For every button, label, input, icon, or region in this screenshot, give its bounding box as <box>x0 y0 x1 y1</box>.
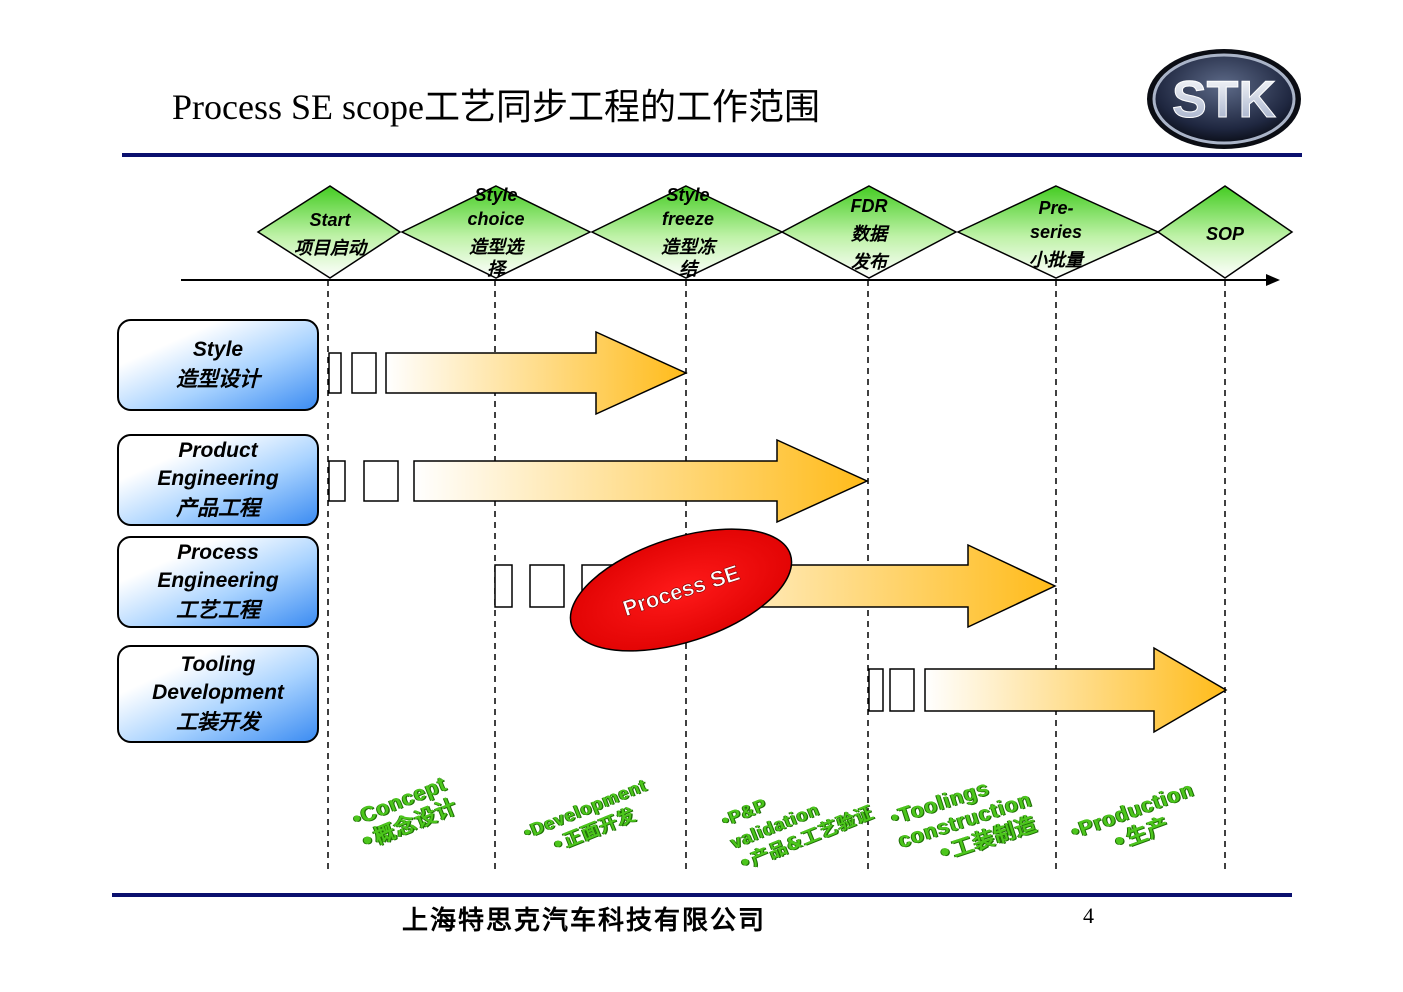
milestone-style-freeze-cn-1: 造型冻 <box>661 237 718 258</box>
milestone-pre-series <box>956 185 1160 279</box>
row-product-engineering-en: Product Engineering <box>157 439 279 490</box>
footer-company-name: 上海特思克汽车科技有限公司 <box>402 906 767 936</box>
process-se-badge: Process SE <box>569 528 793 652</box>
row-tooling-development-cn: 工装开发 <box>176 710 260 734</box>
milestone-style-choice-en-1: Style <box>474 185 517 205</box>
row-style-en: Style <box>192 338 244 361</box>
milestone-pre-series-en-2: series <box>1030 222 1082 242</box>
milestone-sop-en: SOP <box>1206 224 1245 244</box>
footer-rule <box>112 893 1292 897</box>
milestone-style-freeze-cn-2: 结 <box>679 259 700 280</box>
milestone-fdr-en: FDR <box>851 196 888 216</box>
row-style: Style 造型设计 <box>117 319 319 411</box>
page-title: Process SE scope工艺同步工程的工作范围 <box>172 87 820 127</box>
arrow-product-engineering <box>328 438 869 524</box>
row-process-engineering-cn: 工艺工程 <box>176 598 260 622</box>
milestone-style-freeze <box>590 185 784 279</box>
row-style-cn: 造型设计 <box>176 367 260 391</box>
milestone-style-choice-cn-1: 造型选 <box>469 237 525 258</box>
milestone-sop <box>1156 185 1294 279</box>
arrow-tooling-development <box>868 646 1228 734</box>
milestone-fdr <box>780 185 958 279</box>
row-process-engineering: Process Engineering 工艺工程 <box>117 536 319 628</box>
row-product-engineering-cn: 产品工程 <box>176 496 260 520</box>
milestone-fdr-cn-1: 数据 <box>851 224 890 245</box>
milestone-style-choice-en-2: choice <box>467 209 524 229</box>
row-tooling-development: Tooling Development 工装开发 <box>117 645 319 743</box>
stk-logo: STK <box>1147 49 1301 149</box>
milestone-pre-series-en-1: Pre- <box>1038 198 1073 218</box>
milestone-start-cn: 项目启动 <box>294 238 369 259</box>
milestone-fdr-cn-2: 发布 <box>851 252 890 273</box>
milestone-style-choice <box>400 185 592 279</box>
timeline-axis-arrowhead <box>1266 274 1280 286</box>
logo-text: STK <box>1172 71 1276 129</box>
milestone-style-freeze-en-1: Style <box>666 185 709 205</box>
milestone-start-en: Start <box>309 210 351 230</box>
row-process-engineering-en: Process Engineering <box>157 541 279 592</box>
arrow-style <box>328 330 688 416</box>
milestone-pre-series-cn: 小批量 <box>1029 250 1085 271</box>
row-tooling-development-en: Tooling Development <box>152 653 284 704</box>
header-rule <box>122 153 1302 157</box>
row-product-engineering: Product Engineering 产品工程 <box>117 434 319 526</box>
milestone-style-choice-cn-2: 择 <box>487 259 508 280</box>
milestone-style-freeze-en-2: freeze <box>662 209 714 229</box>
milestone-start <box>256 185 402 279</box>
page-number: 4 <box>1083 903 1094 928</box>
